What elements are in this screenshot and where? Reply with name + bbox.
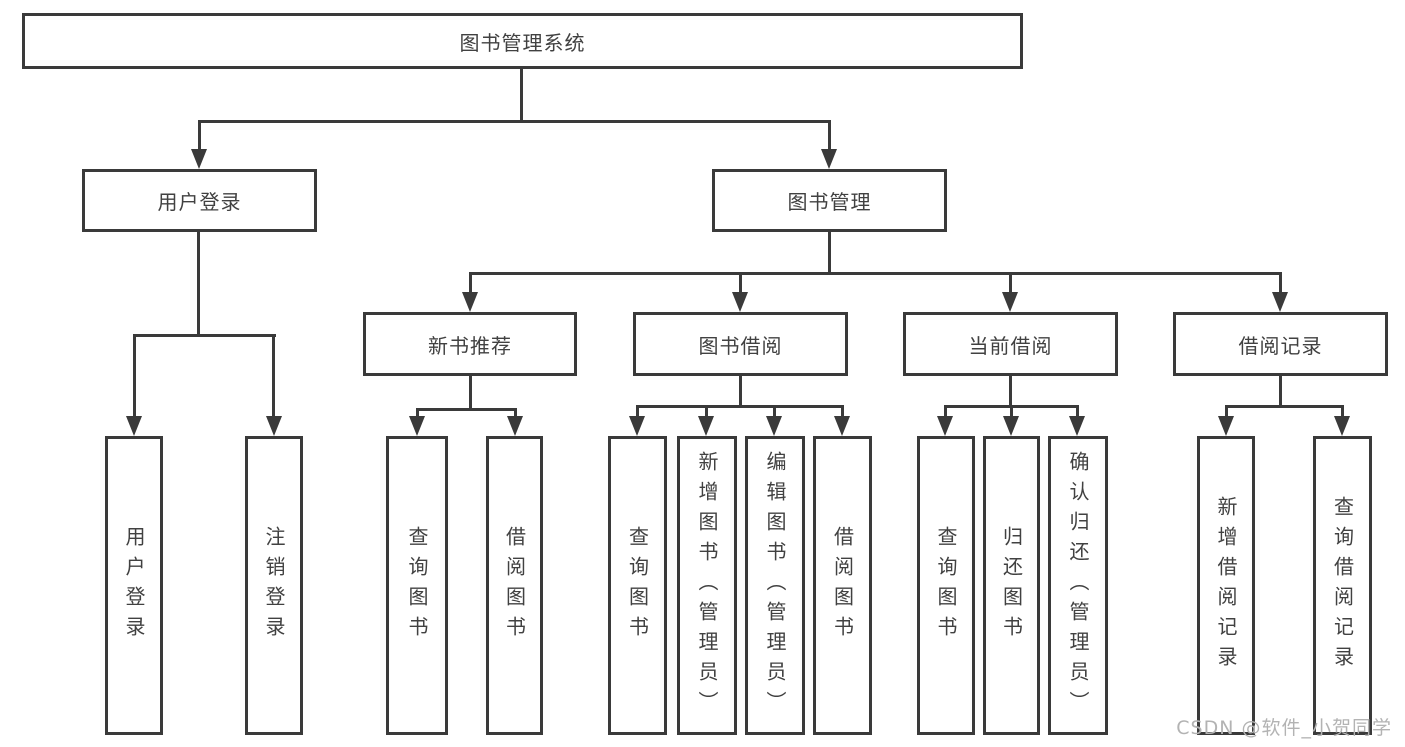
connector-cb-stem xyxy=(1009,376,1012,408)
connector-to-cb-return xyxy=(1010,405,1013,424)
node-book-borrow-label: 图书借阅 xyxy=(698,333,783,358)
connector-nbr-stem xyxy=(469,376,472,411)
connector-to-leaf-user-login xyxy=(133,334,136,424)
leaf-nbr-borrow-books-label: 借阅图书 xyxy=(502,525,527,646)
leaf-logout-label: 注销登录 xyxy=(262,525,286,646)
arrow-down-icon xyxy=(126,416,142,436)
leaf-nbr-query-books: 查询图书 xyxy=(386,436,448,735)
leaf-cb-confirm-return-admin-label: 确认归还（管理员） xyxy=(1066,450,1090,721)
leaf-nbr-borrow-books: 借阅图书 xyxy=(486,436,543,735)
arrow-down-icon xyxy=(937,416,953,436)
leaf-nbr-query-books-label: 查询图书 xyxy=(405,525,429,646)
leaf-bb-borrow-books-label: 借阅图书 xyxy=(830,525,855,646)
leaf-user-login-label: 用户登录 xyxy=(122,525,146,646)
node-book-management-label: 图书管理 xyxy=(787,190,872,214)
arrow-down-icon xyxy=(821,149,837,169)
node-borrow-records: 借阅记录 xyxy=(1173,312,1388,376)
arrow-down-icon xyxy=(1334,416,1350,436)
arrow-down-icon xyxy=(191,149,207,169)
connector-root-stem xyxy=(520,69,523,123)
arrow-down-icon xyxy=(834,416,850,436)
leaf-bb-add-books-admin-label: 新增图书（管理员） xyxy=(695,450,719,721)
connector-br-branch xyxy=(1225,405,1343,408)
arrow-down-icon xyxy=(409,416,425,436)
connector-to-cb-query xyxy=(944,405,947,424)
connector-to-br-add xyxy=(1225,405,1228,424)
connector-root-branch xyxy=(198,120,831,123)
node-current-borrow: 当前借阅 xyxy=(903,312,1118,376)
node-root: 图书管理系统 xyxy=(22,13,1023,69)
arrow-down-icon xyxy=(266,416,282,436)
arrow-down-icon xyxy=(462,292,478,312)
csdn-watermark: CSDN @软件_小贺同学 xyxy=(1176,717,1392,739)
connector-to-bb-add xyxy=(705,405,708,424)
node-new-book-recommend-label: 新书推荐 xyxy=(428,333,512,358)
node-current-borrow-label: 当前借阅 xyxy=(968,333,1053,358)
connector-book-management-branch xyxy=(469,272,1282,275)
arrow-down-icon xyxy=(1003,416,1019,436)
connector-to-current-borrow xyxy=(1009,272,1012,300)
connector-to-user-login xyxy=(198,120,201,157)
leaf-cb-confirm-return-admin: 确认归还（管理员） xyxy=(1048,436,1108,735)
arrow-down-icon xyxy=(1272,292,1288,312)
arrow-down-icon xyxy=(1069,416,1085,436)
leaf-br-add-record-label: 新增借阅记录 xyxy=(1214,495,1238,676)
connector-to-bb-edit xyxy=(773,405,776,424)
connector-br-stem xyxy=(1279,376,1282,408)
connector-to-borrow-records xyxy=(1279,272,1282,300)
arrow-down-icon xyxy=(1002,292,1018,312)
arrow-down-icon xyxy=(629,416,645,436)
leaf-cb-query-books-label: 查询图书 xyxy=(934,525,958,646)
leaf-bb-edit-books-admin: 编辑图书（管理员） xyxy=(745,436,805,735)
node-user-login: 用户登录 xyxy=(82,169,317,232)
leaf-bb-add-books-admin: 新增图书（管理员） xyxy=(677,436,737,735)
arrow-down-icon xyxy=(1218,416,1234,436)
node-user-login-label: 用户登录 xyxy=(157,190,242,214)
connector-to-book-borrow xyxy=(739,272,742,300)
connector-to-bb-query xyxy=(636,405,639,424)
connector-to-br-query xyxy=(1341,405,1344,424)
node-new-book-recommend: 新书推荐 xyxy=(363,312,577,376)
node-book-borrow: 图书借阅 xyxy=(633,312,848,376)
node-book-management: 图书管理 xyxy=(712,169,947,232)
leaf-br-query-record-label: 查询借阅记录 xyxy=(1330,495,1355,676)
leaf-br-add-record: 新增借阅记录 xyxy=(1197,436,1255,735)
connector-bb-stem xyxy=(739,376,742,408)
leaf-logout: 注销登录 xyxy=(245,436,303,735)
connector-to-cb-confirm xyxy=(1076,405,1079,424)
connector-to-bb-borrow xyxy=(841,405,844,424)
connector-user-login-branch xyxy=(133,334,276,337)
leaf-cb-query-books: 查询图书 xyxy=(917,436,975,735)
leaf-bb-borrow-books: 借阅图书 xyxy=(813,436,872,735)
leaf-bb-query-books-label: 查询图书 xyxy=(625,525,650,646)
arrow-down-icon xyxy=(507,416,523,436)
connector-to-new-book-recommend xyxy=(469,272,472,300)
leaf-cb-return-books-label: 归还图书 xyxy=(999,525,1024,646)
leaf-bb-query-books: 查询图书 xyxy=(608,436,667,735)
arrow-down-icon xyxy=(766,416,782,436)
connector-book-management-stem xyxy=(828,232,831,275)
leaf-bb-edit-books-admin-label: 编辑图书（管理员） xyxy=(763,450,787,721)
arrow-down-icon xyxy=(698,416,714,436)
connector-nbr-branch xyxy=(416,408,517,411)
connector-to-book-management xyxy=(828,120,831,157)
node-borrow-records-label: 借阅记录 xyxy=(1238,333,1323,358)
leaf-cb-return-books: 归还图书 xyxy=(983,436,1040,735)
node-root-label: 图书管理系统 xyxy=(459,30,586,55)
leaf-user-login: 用户登录 xyxy=(105,436,163,735)
leaf-br-query-record: 查询借阅记录 xyxy=(1313,436,1372,735)
connector-to-leaf-logout xyxy=(272,334,275,424)
arrow-down-icon xyxy=(732,292,748,312)
connector-bb-branch xyxy=(636,405,844,408)
connector-user-login-stem xyxy=(197,232,200,337)
